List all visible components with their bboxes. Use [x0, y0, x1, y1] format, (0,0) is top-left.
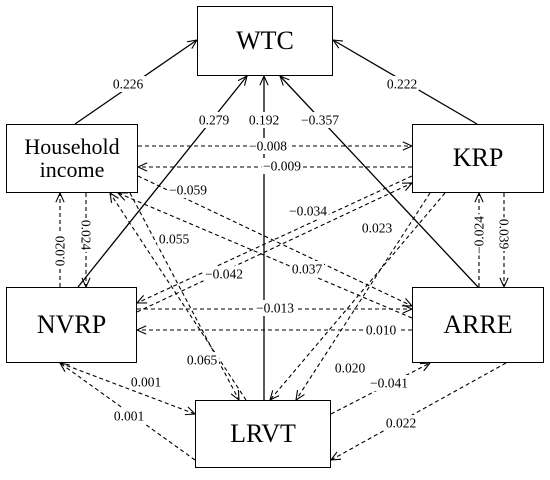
node-arre: ARRE [412, 287, 544, 363]
path-arrow-arre-hh [118, 193, 413, 319]
path-coefficient-lrvt-arre: −0.041 [370, 376, 408, 391]
path-coefficient-nvrp-krp: −0.042 [205, 267, 243, 282]
path-coefficient-bg-lrvt-arre [368, 375, 410, 391]
path-coefficient-bg-krp-wtc [385, 76, 419, 92]
path-coefficient-lrvt-nvrp: 0.001 [114, 409, 144, 424]
path-coefficient-krp-lrvt-a: 0.023 [362, 221, 393, 236]
node-lrvt: LRVT [195, 400, 331, 468]
node-nvrp-label: NVRP [36, 309, 107, 339]
node-wtc-label: WTC [236, 25, 294, 55]
path-coefficient-hh-nvrp: 0.024 [79, 220, 94, 251]
node-household-income-line2: income [39, 156, 105, 182]
path-coefficient-bg-krp-hh [261, 158, 303, 174]
path-arrow-lrvt-arre [330, 363, 430, 415]
node-household-income-line1: Household [24, 134, 120, 160]
path-coefficient-hh-lrvt: 0.065 [187, 353, 218, 368]
path-arrow-arre-lrvt [331, 362, 507, 460]
path-coefficient-hh-krp: −0.008 [249, 139, 287, 154]
path-coefficient-nvrp-arre: −0.013 [256, 301, 294, 316]
node-nvrp: NVRP [6, 287, 137, 363]
path-coefficient-bg-nvrp-hh [52, 234, 68, 268]
node-krp-label: KRP [452, 143, 504, 173]
node-arre-label: ARRE [443, 309, 513, 339]
node-krp: KRP [412, 124, 544, 193]
path-arrow-nvrp-krp [136, 183, 412, 313]
path-arrow-hh-lrvt [129, 192, 239, 400]
path-coefficient-bg-hh-lrvt [185, 352, 219, 368]
path-arrow-krp-nvrp [137, 175, 413, 303]
path-coefficient-krp-nvrp: −0.034 [289, 204, 327, 219]
path-coefficient-nvrp-wtc: 0.279 [199, 113, 230, 128]
path-coefficient-bg-hh-wtc [111, 76, 145, 92]
path-coefficient-bg-hh-krp [247, 138, 289, 154]
path-coefficient-bg-nvrp-krp [203, 266, 245, 282]
path-coefficient-bg-arre-nvrp [364, 322, 398, 338]
path-coefficient-bg-krp-nvrp [287, 203, 329, 219]
path-coefficient-krp-hh: −0.009 [263, 159, 301, 174]
path-coefficient-bg-lrvt-hh [157, 231, 191, 247]
path-coefficient-krp-lrvt-b: 0.020 [335, 361, 366, 376]
path-coefficient-hh-wtc: 0.226 [113, 77, 144, 92]
path-coefficient-bg-arre-hh [290, 261, 324, 277]
path-coefficient-lrvt-hh: 0.055 [159, 232, 190, 247]
path-coefficient-bg-nvrp-wtc [197, 112, 231, 128]
path-coefficient-bg-krp-arre [496, 217, 512, 251]
path-coefficient-krp-arre: 0.039 [497, 219, 512, 250]
path-arrow-nvrp-lrvt [59, 362, 195, 414]
path-coefficient-arre-wtc: −0.357 [301, 113, 339, 128]
path-coefficient-bg-nvrp-lrvt [129, 374, 163, 390]
path-coefficient-bg-arre-wtc [299, 112, 341, 128]
node-lrvt-label: LRVT [230, 418, 296, 448]
path-coefficient-lrvt-wtc: 0.192 [249, 113, 279, 128]
path-coefficient-bg-arre-krp [471, 214, 487, 256]
path-coefficient-arre-lrvt: 0.022 [386, 416, 416, 431]
path-coefficient-arre-hh: 0.037 [292, 262, 323, 277]
path-coefficient-bg-nvrp-arre [254, 300, 296, 316]
path-coefficient-arre-krp: −0.024 [472, 216, 487, 254]
path-coefficient-bg-krp-lrvt-a [360, 220, 394, 236]
path-coefficient-nvrp-hh: 0.020 [53, 236, 68, 267]
path-coefficient-bg-lrvt-wtc [247, 112, 281, 128]
path-coefficient-krp-wtc: 0.222 [387, 77, 417, 92]
path-arrow-krp-lrvt-b [296, 192, 431, 400]
path-arrow-nvrp-wtc [77, 76, 247, 288]
path-coefficient-bg-hh-nvrp [78, 218, 94, 252]
path-coefficient-bg-lrvt-nvrp [112, 408, 146, 424]
path-coefficient-bg-hh-arre [167, 182, 209, 198]
path-arrow-krp-lrvt-a [270, 192, 446, 400]
path-arrow-lrvt-hh [110, 193, 247, 401]
path-coefficient-bg-krp-lrvt-b [333, 360, 367, 376]
path-coefficient-bg-arre-lrvt [384, 415, 418, 431]
path-arrow-arre-wtc [280, 76, 479, 288]
node-household-income: Household income [6, 124, 138, 193]
path-coefficient-arre-nvrp: 0.010 [366, 323, 397, 338]
path-coefficient-hh-arre: −0.059 [169, 183, 207, 198]
node-wtc: WTC [197, 6, 333, 76]
path-coefficient-nvrp-lrvt: 0.001 [131, 375, 161, 390]
